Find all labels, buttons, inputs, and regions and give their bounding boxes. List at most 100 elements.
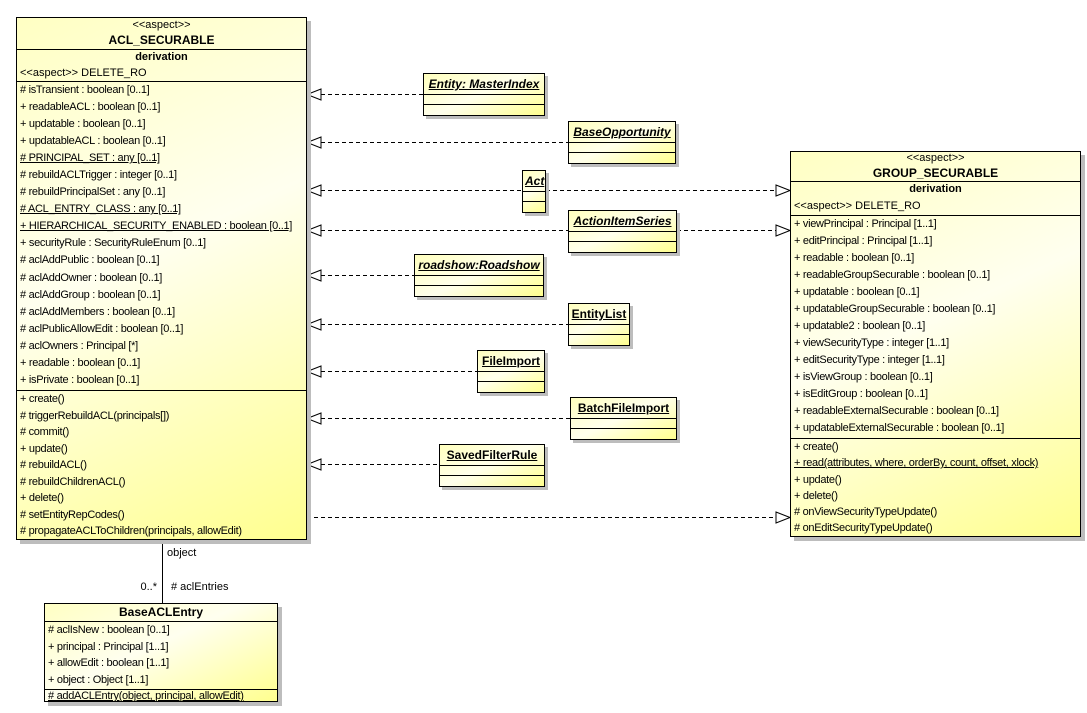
attributes-compartment xyxy=(424,95,544,105)
member-row: # setEntityRepCodes() xyxy=(20,508,125,521)
hollow-triangle-arrowhead xyxy=(775,224,792,237)
member-row: + readableExternalSecurable : boolean [0… xyxy=(794,405,999,417)
member-row: + editSecurityType : integer [1..1] xyxy=(794,354,945,366)
operations-compartment: + create() # triggerRebuildACL(principals… xyxy=(17,391,306,540)
member-row: + create() xyxy=(20,393,65,405)
class-group-securable[interactable]: <<aspect>> GROUP_SECURABLE derivation <<… xyxy=(790,151,1081,537)
member-row: + read(attributes, where, orderBy, count… xyxy=(794,457,1039,470)
attributes-compartment xyxy=(569,143,675,153)
attributes-compartment: # isTransient : boolean [0..1]+ readable… xyxy=(17,82,306,391)
class-name: FileImport xyxy=(478,351,544,372)
member-row: + securityRule : SecurityRuleEnum [0..1] xyxy=(20,237,206,250)
member-row: # rebuildACLTrigger : integer [0..1] xyxy=(20,169,177,182)
class-acl-securable[interactable]: <<aspect>> ACL_SECURABLE derivation <<as… xyxy=(16,17,307,540)
class-batchfileimport[interactable]: BatchFileImport xyxy=(570,397,677,440)
member-row: # rebuildACL() xyxy=(20,459,87,471)
class-base-acl-entry[interactable]: BaseACLEntry # aclIsNew : boolean [0..1]… xyxy=(44,603,278,702)
class-name: BatchFileImport xyxy=(571,398,676,419)
member-row: # ACL_ENTRY_CLASS : any [0..1] xyxy=(20,203,181,216)
member-row: + delete() xyxy=(20,492,64,504)
operations-compartment: # addACLEntry(object, principal, allowEd… xyxy=(45,690,277,702)
class-name: Entity: MasterIndex xyxy=(424,74,544,95)
member-row: + readable : boolean [0..1] xyxy=(794,252,915,264)
hollow-triangle-arrowhead xyxy=(305,224,322,237)
member-row: # onViewSecurityTypeUpdate() xyxy=(794,506,938,519)
member-row: + isPrivate : boolean [0..1] xyxy=(20,373,140,386)
member-row: # aclOwners : Principal [*] xyxy=(20,339,138,352)
member-row: # aclPublicAllowEdit : boolean [0..1] xyxy=(20,322,184,335)
tag-label: derivation xyxy=(135,51,188,63)
member-row: # commit() xyxy=(20,426,69,438)
member-row: + updatable2 : boolean [0..1] xyxy=(794,320,926,332)
member-row: + create() xyxy=(794,441,839,453)
member-row: + readableACL : boolean [0..1] xyxy=(20,101,161,114)
attributes-compartment: # aclIsNew : boolean [0..1]+ principal :… xyxy=(45,622,277,690)
hollow-triangle-arrowhead xyxy=(305,269,322,282)
member-row: + HIERARCHICAL_SECURITY_ENABLED : boolea… xyxy=(20,220,293,233)
member-row: # aclAddGroup : boolean [0..1] xyxy=(20,288,161,301)
class-name: roadshow:Roadshow xyxy=(415,255,543,276)
member-row: # PRINCIPAL_SET : any [0..1] xyxy=(20,152,160,165)
class-actionitemseries[interactable]: ActionItemSeries xyxy=(568,210,677,253)
member-row: # rebuildChildrenACL() xyxy=(20,475,126,488)
substereotype-label: <<aspect>> DELETE_RO xyxy=(794,200,921,212)
hollow-triangle-arrowhead xyxy=(305,88,322,101)
attributes-compartment xyxy=(569,232,676,242)
class-subheader: derivation <<aspect>> DELETE_RO xyxy=(17,50,306,82)
class-act[interactable]: Act xyxy=(522,170,546,213)
stereotype-label: <<aspect>> xyxy=(906,152,965,164)
member-row: # propagateACLToChildren(principals, all… xyxy=(20,525,242,537)
class-name: GROUP_SECURABLE xyxy=(872,166,999,180)
class-subheader: derivation <<aspect>> DELETE_RO xyxy=(791,182,1080,216)
class-baseopportunity[interactable]: BaseOpportunity xyxy=(568,121,676,164)
member-row: + viewPrincipal : Principal [1..1] xyxy=(794,218,937,230)
member-row: + allowEdit : boolean [1..1] xyxy=(48,657,169,669)
class-name: ACL_SECURABLE xyxy=(108,33,215,47)
class-entity-masterindex[interactable]: Entity: MasterIndex xyxy=(423,73,545,116)
hollow-triangle-arrowhead xyxy=(305,458,322,471)
operations-compartment xyxy=(569,153,675,163)
member-row: # addACLEntry(object, principal, allowEd… xyxy=(48,690,244,702)
class-name: BaseOpportunity xyxy=(569,122,675,143)
member-row: + updatableGroupSecurable : boolean [0..… xyxy=(794,303,996,315)
operations-compartment xyxy=(424,105,544,115)
member-row: # aclAddMembers : boolean [0..1] xyxy=(20,305,175,318)
attributes-compartment: + viewPrincipal : Principal [1..1] + edit… xyxy=(791,216,1080,439)
operations-compartment xyxy=(523,202,545,212)
member-row: + isEditGroup : boolean [0..1] xyxy=(794,388,928,400)
hollow-triangle-arrowhead xyxy=(775,184,792,197)
member-row: + updatableExternalSecurable : boolean [… xyxy=(794,422,1005,434)
hollow-triangle-arrowhead xyxy=(305,412,322,425)
member-row: + readable : boolean [0..1] xyxy=(20,356,141,369)
class-name: EntityList xyxy=(569,304,629,325)
association-role-aclentries: # aclEntries xyxy=(171,581,229,593)
class-fileimport[interactable]: FileImport xyxy=(477,350,545,393)
member-row: + updatableACL : boolean [0..1] xyxy=(20,135,166,148)
class-name: BaseACLEntry xyxy=(45,604,277,622)
class-header: <<aspect>> GROUP_SECURABLE xyxy=(791,152,1080,182)
class-savedfilterrule[interactable]: SavedFilterRule xyxy=(439,444,545,487)
operations-compartment xyxy=(415,286,543,296)
member-row: + editPrincipal : Principal [1..1] xyxy=(794,235,933,247)
attributes-compartment xyxy=(571,419,676,429)
member-row: # aclAddOwner : boolean [0..1] xyxy=(20,271,163,284)
hollow-triangle-arrowhead xyxy=(305,184,322,197)
hollow-triangle-arrowhead xyxy=(775,511,792,524)
member-row: # triggerRebuildACL(principals[]) xyxy=(20,409,170,422)
stereotype-label: <<aspect>> xyxy=(132,19,191,31)
class-roadshow[interactable]: roadshow:Roadshow xyxy=(414,254,544,297)
member-row: + updatable : boolean [0..1] xyxy=(20,118,146,131)
attributes-compartment xyxy=(415,276,543,286)
member-row: + updatable : boolean [0..1] xyxy=(794,286,920,298)
member-row: # rebuildPrincipalSet : any [0..1] xyxy=(20,186,166,199)
operations-compartment xyxy=(440,476,544,486)
operations-compartment xyxy=(569,242,676,252)
class-entitylist[interactable]: EntityList xyxy=(568,303,630,346)
member-row: + update() xyxy=(794,473,842,486)
member-row: + viewSecurityType : integer [1..1] xyxy=(794,337,949,349)
hollow-triangle-arrowhead xyxy=(305,136,322,149)
member-row: # onEditSecurityTypeUpdate() xyxy=(794,522,933,535)
member-row: + delete() xyxy=(794,489,838,502)
